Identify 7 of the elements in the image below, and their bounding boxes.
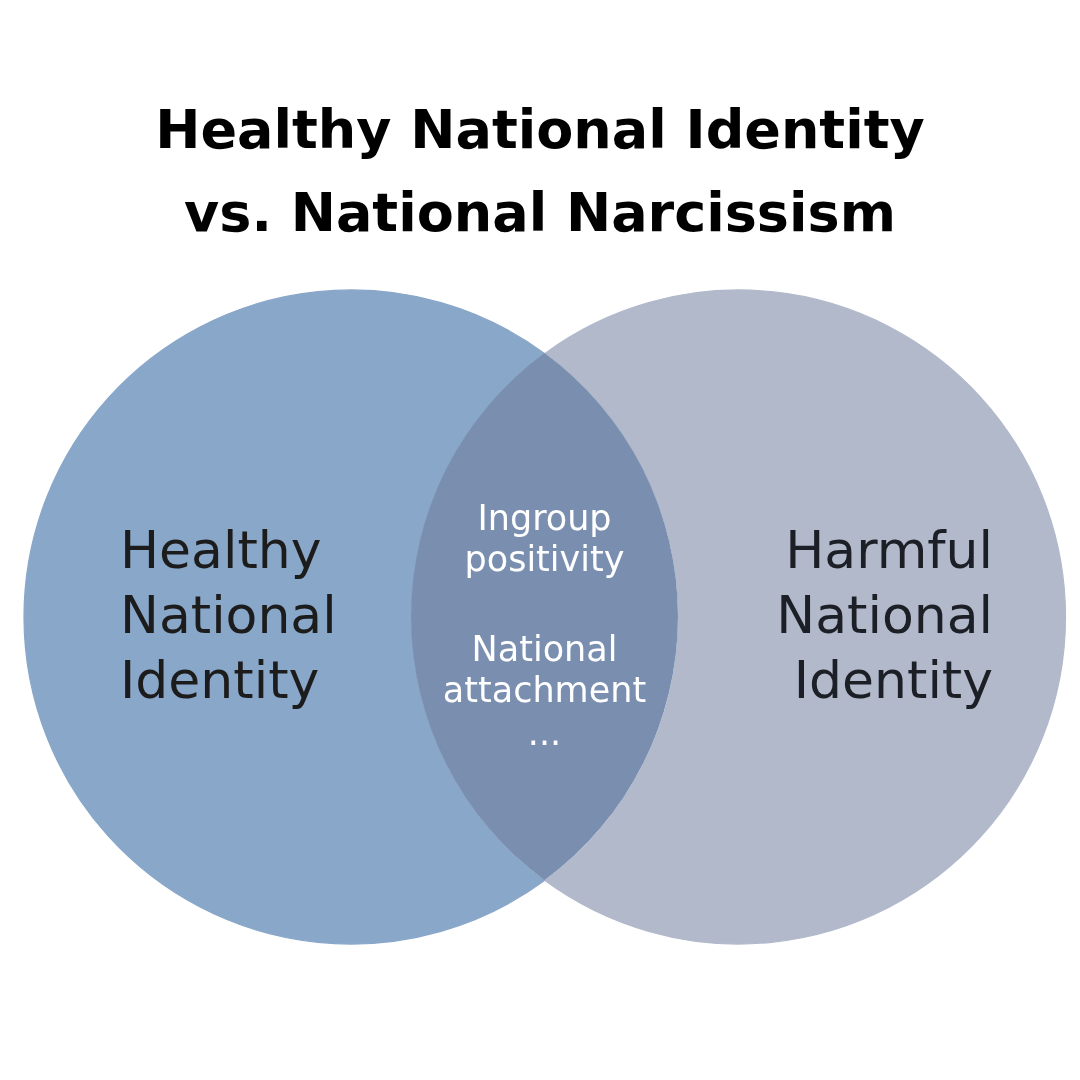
circle-label: Harmful National Identity — [776, 519, 993, 712]
overlap-region — [411, 353, 678, 881]
circle-label: Healthy National Identity — [120, 519, 337, 712]
overlap-label: ... — [527, 713, 562, 754]
overlap-label: Ingroup positivity — [464, 498, 625, 580]
overlap-label: National attachment — [442, 629, 647, 711]
title: Healthy National Identity vs. National Narcissism — [154, 97, 926, 246]
